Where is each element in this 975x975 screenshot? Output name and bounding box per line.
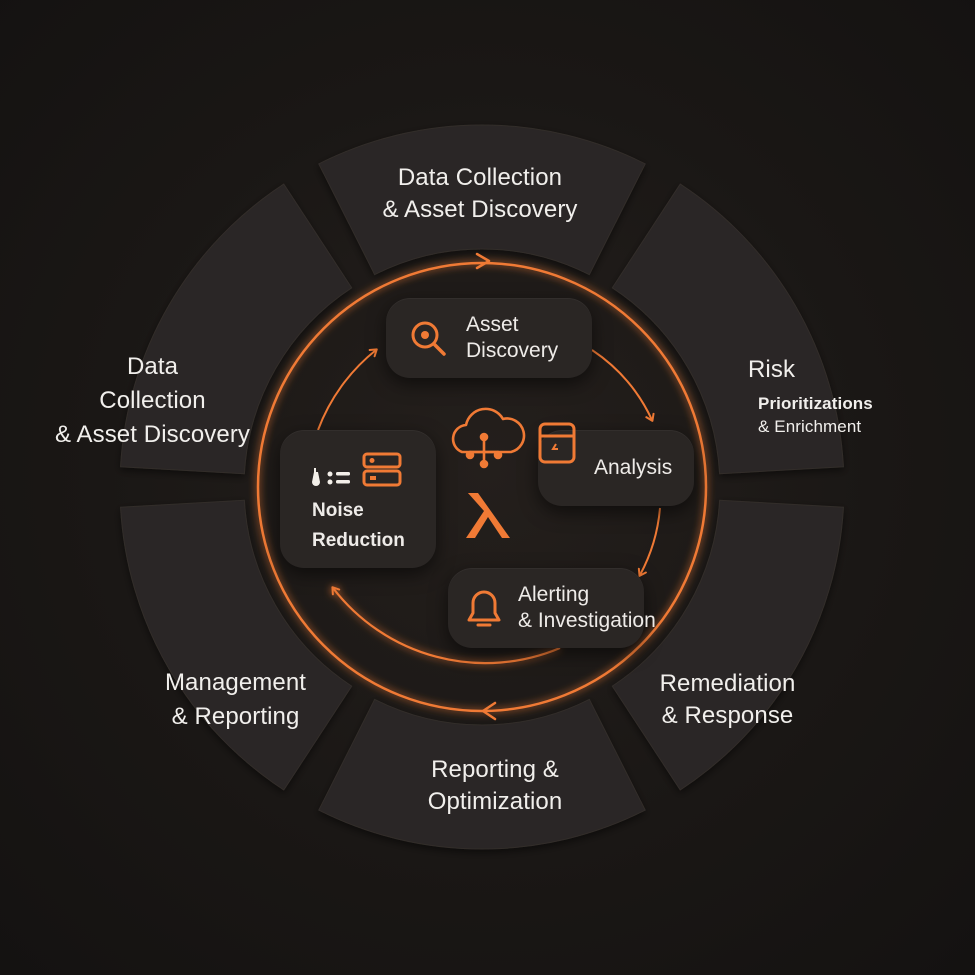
- segment-label-right-sub: Prioritizations & Enrichment: [758, 394, 873, 436]
- segment-lower-right: [611, 499, 844, 791]
- outer-ring-arrow-top: [475, 252, 491, 270]
- segment-upper-right: [611, 183, 844, 475]
- flow-arc-discovery-analysis: [591, 349, 655, 422]
- segment-bottom: [318, 698, 646, 850]
- segment-left: [120, 183, 353, 475]
- segment-lower-left: [120, 499, 353, 791]
- magnifier-icon: [411, 321, 446, 356]
- card-asset-discovery: Asset Discovery: [386, 298, 592, 378]
- lambda-icon: [466, 493, 510, 538]
- cloud-network-icon: [451, 407, 526, 469]
- bell-icon: [467, 590, 501, 627]
- card-alerting: Alerting & Investigation: [448, 568, 656, 648]
- card-noise-reduction-label: Noise Reduction: [312, 500, 405, 551]
- card-analysis-label: Analysis: [594, 456, 673, 479]
- card-alerting-label: Alerting & Investigation: [518, 583, 656, 632]
- sliders-icon: [312, 452, 402, 487]
- segment-label-bottom-right: Remediation & Response: [659, 670, 796, 729]
- segment-label-top: Data Collection & Asset Discovery: [382, 164, 578, 223]
- outer-ring-arrow-bottom: [481, 701, 497, 721]
- segment-label-left: Data Collection & Asset Discovery: [54, 353, 251, 448]
- flow-arc-analysis-alerting: [637, 507, 661, 577]
- card-analysis: Analysis: [538, 430, 694, 506]
- card-asset-discovery-label: Asset Discovery: [466, 313, 559, 362]
- card-noise-reduction: Noise Reduction: [280, 430, 436, 568]
- segment-label-bottom: Reporting & Optimization: [427, 756, 563, 815]
- segment-top: [318, 124, 646, 276]
- flow-arc-alerting-noise: [331, 586, 561, 665]
- outer-ring: [120, 124, 844, 850]
- segment-label-right-title: Risk: [748, 356, 796, 383]
- segment-label-bottom-left: Management & Reporting: [164, 669, 307, 730]
- flow-arc-noise-discovery: [317, 348, 378, 431]
- server-icon: [538, 422, 576, 464]
